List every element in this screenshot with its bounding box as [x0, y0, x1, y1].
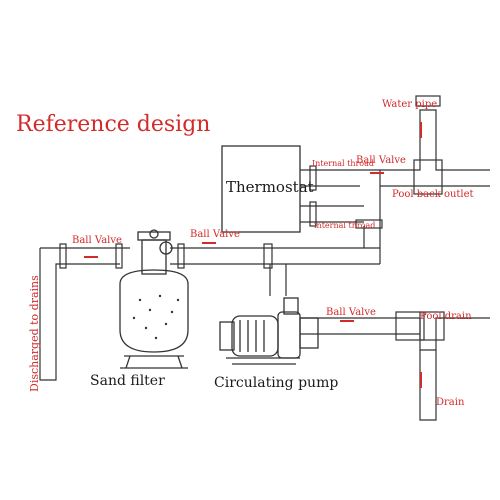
sand-filter-label: Sand filter [90, 373, 165, 389]
discharged-to-drains-label: Discharged to drains [28, 275, 41, 392]
thermostat-label: Thermostat [226, 178, 314, 196]
drain-label: Drain [436, 397, 465, 408]
thermostat-box [221, 145, 301, 233]
ball-valve-middle-marker [202, 242, 216, 244]
ball-valve-right-marker [340, 320, 354, 322]
circulating-pump-label: Circulating pump [214, 375, 339, 391]
ball-valve-right-label: Ball Valve [326, 307, 376, 318]
ball-valve-left-label: Ball Valve [72, 235, 122, 246]
ball-valve-left-marker [84, 256, 98, 258]
pool-back-outlet-pipe [380, 109, 490, 187]
ball-valve-top-marker [370, 172, 384, 174]
ball-valve-top-label: Ball Valve [356, 155, 406, 166]
ball-valve-middle-label: Ball Valve [190, 229, 240, 240]
water-pipe-valve-marker [420, 122, 422, 138]
drain-line [300, 317, 490, 351]
circulating-pump-body [219, 297, 319, 365]
drain-valve-marker [420, 372, 422, 388]
pool-back-outlet-label: Pool back outlet [392, 189, 474, 200]
discharge-pipe [39, 248, 64, 381]
riser-pipe [360, 169, 381, 264]
internal-throad-top-label: Internal throad [312, 159, 375, 168]
water-pipe-label: Water pipe [382, 99, 438, 110]
main-pipe [64, 247, 130, 265]
internal-throad-bottom-label: internal throad [314, 221, 376, 230]
sand-filter-body [119, 229, 189, 369]
pool-drain-label: Pool drain [420, 311, 472, 322]
diagram-title: Reference design [16, 112, 211, 137]
